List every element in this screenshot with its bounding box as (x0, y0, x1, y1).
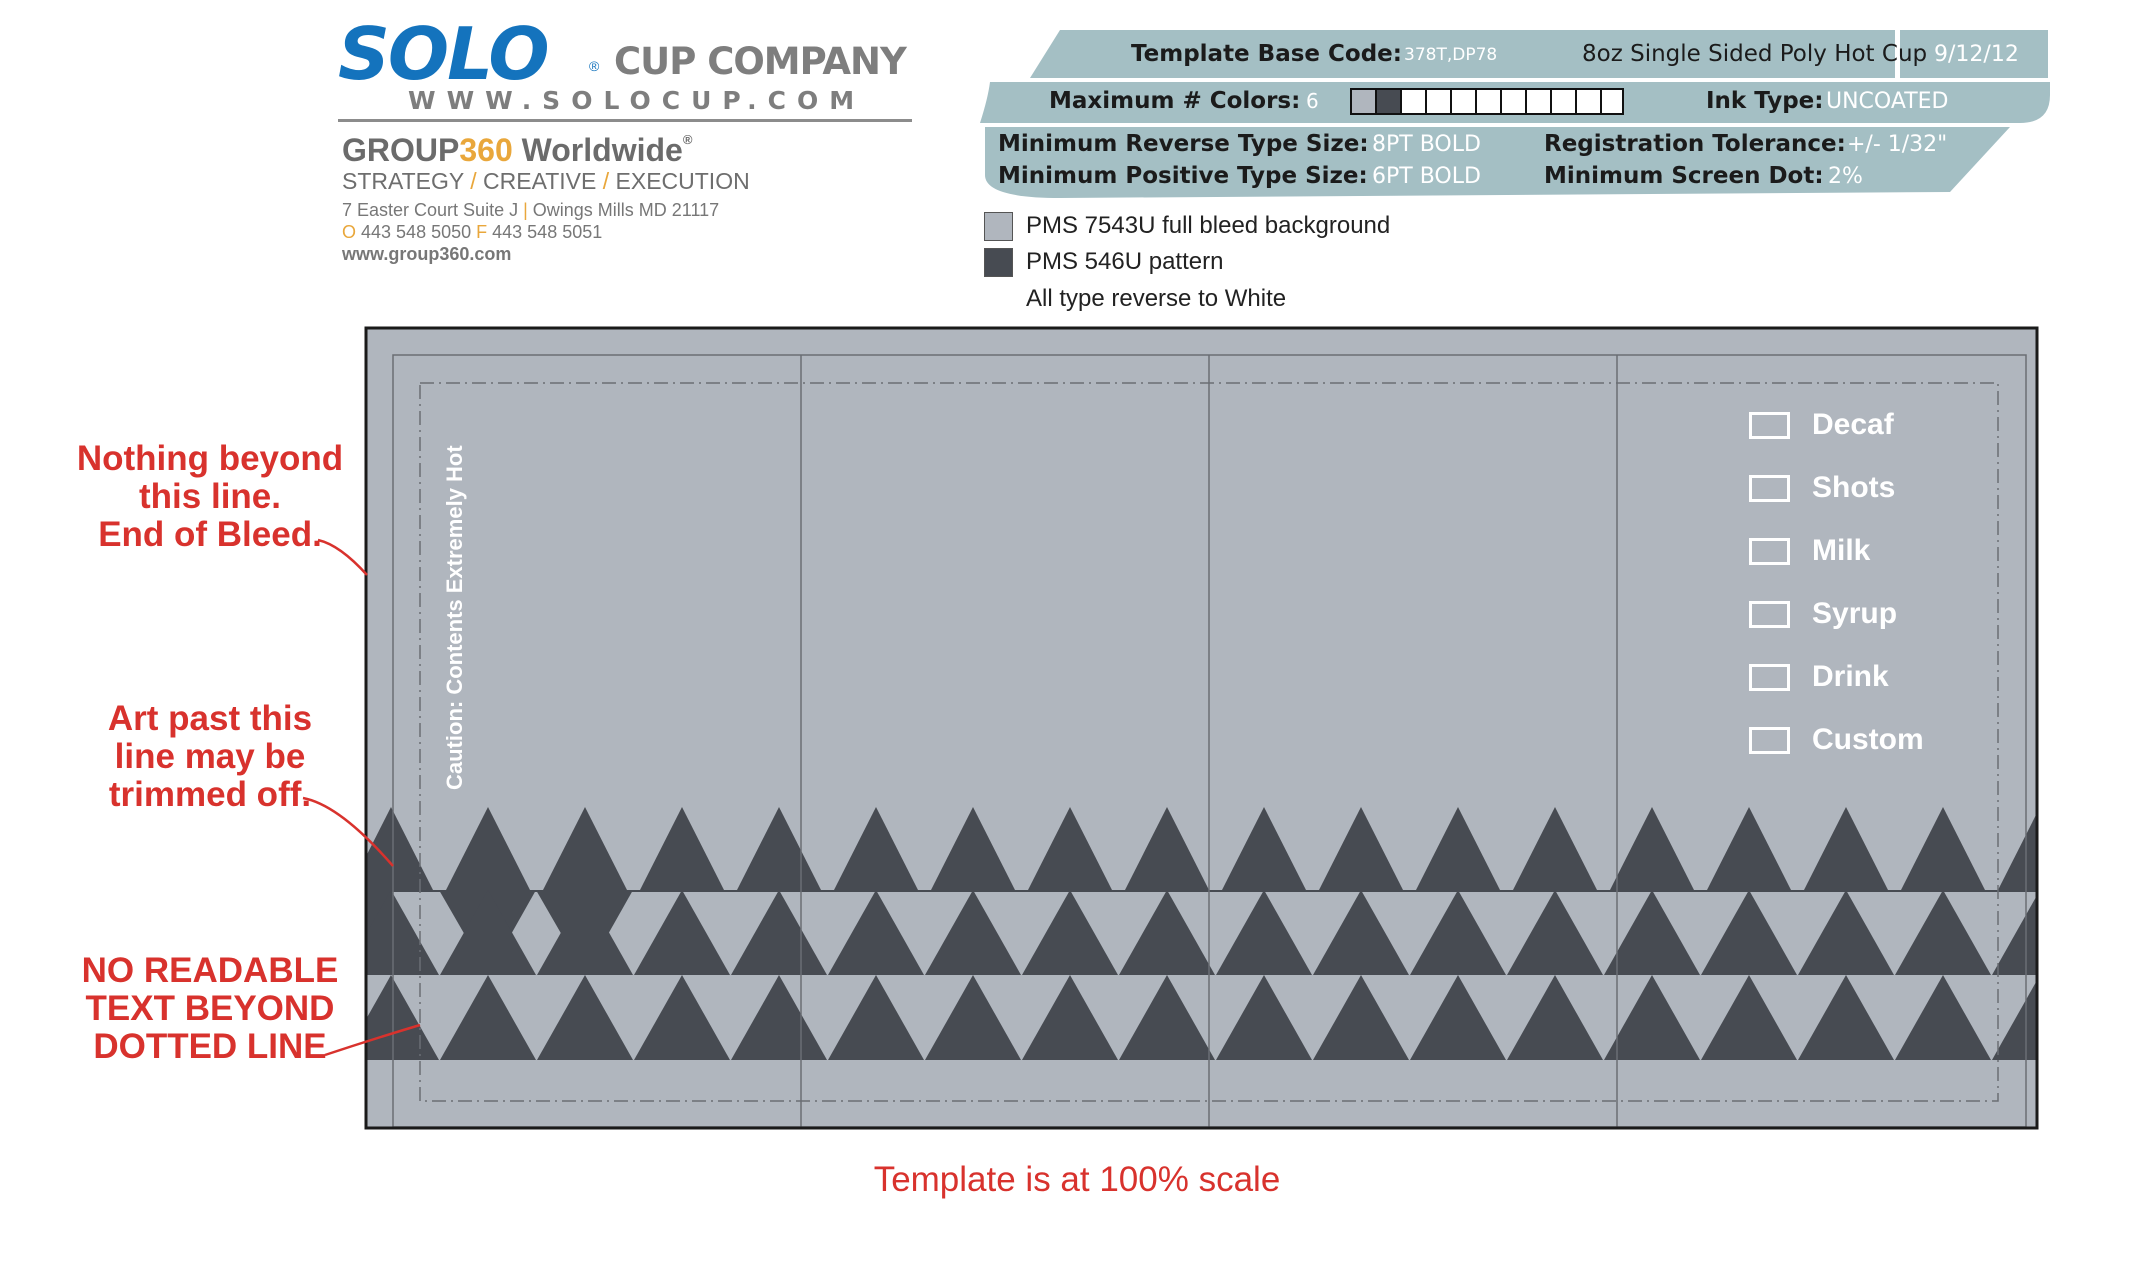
checkbox-icon[interactable] (1749, 537, 1790, 565)
agency-website[interactable]: www.group360.com (342, 244, 512, 264)
bleed-outline (364, 326, 2039, 1130)
base-code-value: 378T,DP78 (1404, 45, 1498, 65)
min-positive-label: Minimum Positive Type Size: (998, 163, 1368, 189)
min-positive-value: 6PT BOLD (1372, 164, 1481, 189)
solo-registered-mark: ® (589, 58, 600, 74)
option-drink[interactable]: Drink (1749, 657, 1924, 697)
min-screen-dot-label: Minimum Screen Dot: (1544, 163, 1824, 189)
agency-address: 7 Easter Court Suite J | Owings Mills MD… (342, 200, 720, 220)
registration-tolerance-value: +/- 1/32" (1847, 132, 1948, 157)
solo-logo: SOLO (338, 12, 550, 96)
checkbox-icon[interactable] (1749, 726, 1790, 754)
max-colors-value: 6 (1306, 89, 1319, 113)
checkbox-icon[interactable] (1749, 474, 1790, 502)
agency-phone: O 443 548 5050 F 443 548 5051 (342, 222, 603, 242)
drink-options-list: Decaf Shots Milk Syrup Drink Custom (1749, 405, 1924, 760)
color-swatch-strip (1350, 88, 1624, 115)
cup-company-wordmark: CUP COMPANY (614, 40, 907, 83)
legend-label-type-note: All type reverse to White (1026, 285, 1287, 312)
ink-type-value: UNCOATED (1826, 89, 1949, 114)
max-colors-label: Maximum # Colors: (1049, 88, 1301, 114)
option-syrup[interactable]: Syrup (1749, 594, 1924, 634)
trim-leader-line (302, 796, 394, 867)
agency-tagline: STRATEGY / CREATIVE / EXECUTION (342, 168, 750, 194)
checkbox-icon[interactable] (1749, 663, 1790, 691)
checkbox-icon[interactable] (1749, 411, 1790, 439)
logo-divider (338, 119, 912, 122)
spec-header-shapes (980, 30, 2050, 198)
checkbox-icon[interactable] (1749, 600, 1790, 628)
caution-text: Caution: Contents Extremely Hot (442, 445, 467, 790)
option-decaf[interactable]: Decaf (1749, 405, 1924, 445)
legend-swatch-pattern (984, 248, 1013, 277)
scale-note: Template is at 100% scale (873, 1160, 1281, 1199)
ink-type-label: Ink Type: (1706, 88, 1824, 114)
bleed-leader-line (317, 538, 368, 576)
legend-label-pattern: PMS 546U pattern (1026, 248, 1224, 275)
solo-website: WWW.SOLOCUP.COM (408, 86, 866, 115)
legend-swatch-background (984, 212, 1013, 241)
min-reverse-value: 8PT BOLD (1372, 132, 1481, 157)
agency-name: GROUP360 Worldwide® (342, 132, 693, 168)
legend-label-background: PMS 7543U full bleed background (1026, 212, 1391, 239)
spec-date: 9/12/12 (1934, 42, 2019, 67)
base-code-label: Template Base Code: (1131, 41, 1402, 67)
option-custom[interactable]: Custom (1749, 720, 1924, 760)
safe-area-dotted-line (419, 382, 1999, 1102)
min-screen-dot-value: 2% (1828, 164, 1863, 189)
triangle-pattern (366, 807, 2037, 1060)
registration-tolerance-label: Registration Tolerance: (1544, 131, 1846, 157)
option-milk[interactable]: Milk (1749, 531, 1924, 571)
min-reverse-label: Minimum Reverse Type Size: (998, 131, 1369, 157)
safe-leader-line (324, 1023, 421, 1057)
product-name: 8oz Single Sided Poly Hot Cup (1582, 41, 1928, 67)
option-shots[interactable]: Shots (1749, 468, 1924, 508)
